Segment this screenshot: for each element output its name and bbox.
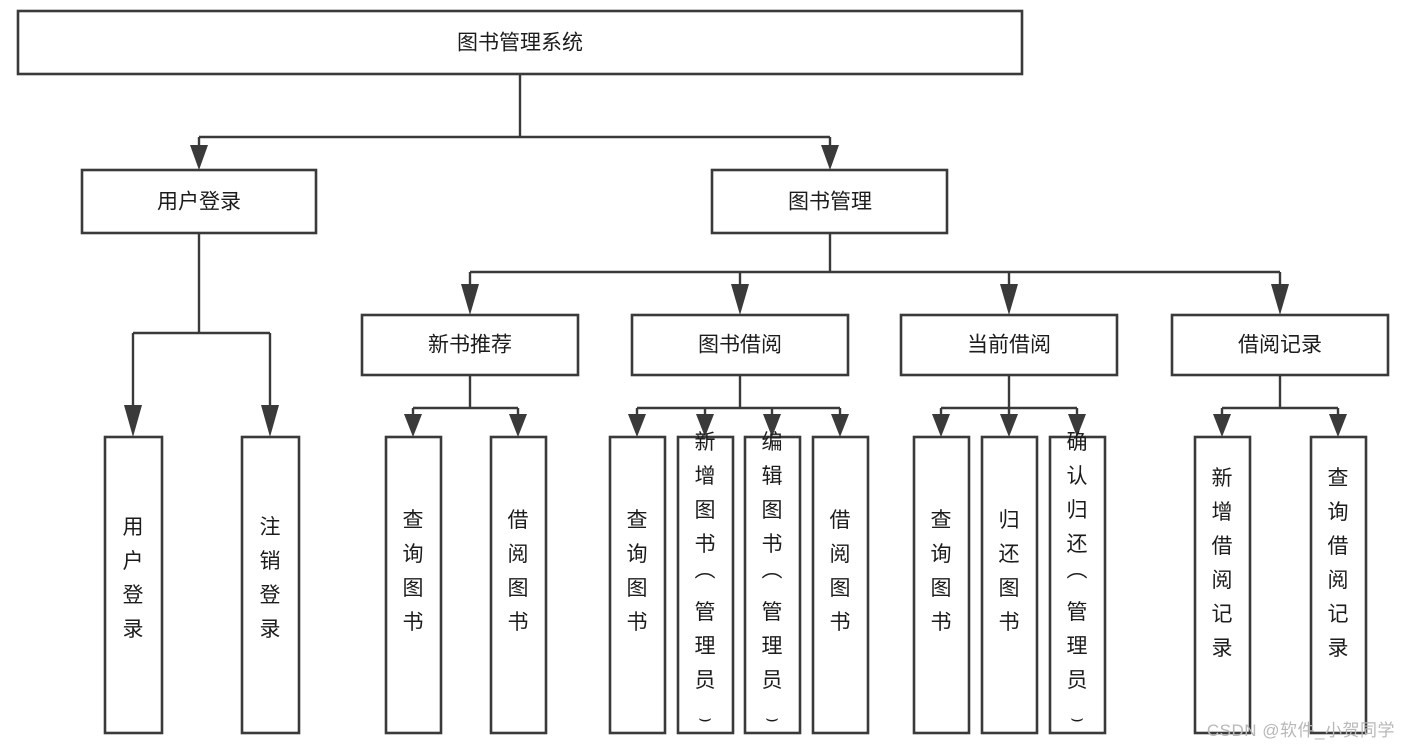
node-book-borrow[interactable]: 图书借阅 — [630, 313, 850, 377]
connector-group-user-login — [124, 233, 279, 437]
node-leaf-add-book-box[interactable] — [676, 435, 735, 735]
node-leaf-user-logout[interactable]: 注销登录 — [240, 435, 301, 735]
node-leaf-query-record[interactable]: 查询借阅记录 — [1309, 435, 1368, 735]
connector-group-current-borrow — [932, 375, 1086, 437]
node-leaf-return-book-box[interactable] — [980, 435, 1039, 735]
node-leaf-query-book-2[interactable]: 查询图书 — [608, 435, 667, 735]
node-current-borrow[interactable]: 当前借阅 — [899, 313, 1119, 377]
node-leaf-query-book-1-label: 查询图书 — [403, 509, 424, 634]
arrow-head-leaf-query-book-2 — [628, 414, 646, 437]
connector-group-book-borrow — [628, 375, 849, 437]
arrow-head-leaf-user-login — [124, 405, 142, 437]
node-current-borrow-box[interactable] — [899, 313, 1119, 377]
connector-group-root — [190, 74, 839, 170]
node-user-login-box[interactable] — [80, 168, 318, 235]
arrow-head-current-borrow — [1000, 284, 1018, 315]
node-leaf-edit-book[interactable]: 编辑图书⌒管理员⌣ — [743, 431, 802, 735]
node-leaf-return-book-label: 归还图书 — [999, 509, 1020, 634]
node-root[interactable]: 图书管理系统 — [16, 9, 1024, 76]
node-leaf-return-book[interactable]: 归还图书 — [980, 435, 1039, 735]
node-leaf-query-book-1-box[interactable] — [384, 435, 443, 735]
node-leaf-query-book-3-label: 查询图书 — [931, 509, 952, 634]
node-leaf-user-login-label: 用户登录 — [123, 516, 144, 641]
node-leaf-borrow-book-1-box[interactable] — [489, 435, 548, 735]
arrow-head-leaf-confirm-return — [1068, 414, 1086, 437]
node-leaf-user-login-box[interactable] — [103, 435, 164, 735]
node-leaf-confirm-return-box[interactable] — [1048, 435, 1107, 735]
connector-group-borrow-record — [1213, 375, 1347, 437]
node-new-book-recommend-label: 新书推荐 — [428, 334, 512, 357]
node-leaf-add-book[interactable]: 新增图书⌒管理员⌣ — [676, 431, 735, 735]
node-leaf-confirm-return[interactable]: 确认归还⌒管理员⌣ — [1048, 431, 1107, 735]
node-leaf-borrow-book-2-box[interactable] — [811, 435, 870, 735]
node-leaf-borrow-book-1[interactable]: 借阅图书 — [489, 435, 548, 735]
node-leaf-user-logout-label: 注销登录 — [260, 516, 281, 641]
arrow-head-leaf-query-book-1 — [404, 414, 422, 437]
node-leaf-query-book-1[interactable]: 查询图书 — [384, 435, 443, 735]
arrow-head-user-login — [190, 145, 208, 170]
csdn-watermark: CSDN @软件_小贺同学 — [1206, 721, 1395, 740]
arrow-head-leaf-query-record — [1329, 414, 1347, 437]
node-borrow-record-label: 借阅记录 — [1238, 334, 1322, 357]
node-book-borrow-box[interactable] — [630, 313, 850, 377]
node-book-manage-label: 图书管理 — [788, 191, 872, 214]
connector-group-new-book-recommend — [404, 375, 527, 437]
node-leaf-borrow-book-1-label: 借阅图书 — [508, 509, 529, 634]
node-leaf-add-record-label: 新增借阅记录 — [1212, 467, 1233, 660]
arrow-head-borrow-record — [1271, 284, 1289, 315]
node-book-manage[interactable]: 图书管理 — [710, 168, 949, 235]
node-book-borrow-label: 图书借阅 — [698, 334, 782, 357]
node-borrow-record-box[interactable] — [1170, 313, 1390, 377]
node-leaf-query-book-3-box[interactable] — [912, 435, 971, 735]
arrow-head-leaf-return-book — [1000, 414, 1018, 437]
arrow-head-leaf-user-logout — [261, 405, 279, 437]
node-user-login[interactable]: 用户登录 — [80, 168, 318, 235]
arrow-head-leaf-borrow-book-1 — [509, 414, 527, 437]
node-new-book-recommend-box[interactable] — [360, 313, 580, 377]
arrow-head-leaf-edit-book — [763, 414, 781, 437]
node-leaf-edit-book-label: 编辑图书⌒管理员⌣ — [762, 431, 783, 730]
arrow-head-new-book-recommend — [461, 284, 479, 315]
connector-group-book-manage — [461, 233, 1289, 315]
node-leaf-query-book-3[interactable]: 查询图书 — [912, 435, 971, 735]
node-leaf-user-logout-box[interactable] — [240, 435, 301, 735]
node-leaf-confirm-return-label: 确认归还⌒管理员⌣ — [1067, 431, 1088, 730]
node-leaf-query-book-2-box[interactable] — [608, 435, 667, 735]
node-leaf-query-record-label: 查询借阅记录 — [1328, 467, 1349, 660]
node-user-login-label: 用户登录 — [157, 191, 241, 214]
arrow-head-leaf-borrow-book-2 — [831, 414, 849, 437]
node-leaf-add-book-label: 新增图书⌒管理员⌣ — [695, 431, 716, 730]
node-leaf-query-record-box[interactable] — [1309, 435, 1368, 735]
node-leaf-user-login[interactable]: 用户登录 — [103, 435, 164, 735]
arrow-head-leaf-query-book-3 — [932, 414, 950, 437]
node-new-book-recommend[interactable]: 新书推荐 — [360, 313, 580, 377]
arrow-head-leaf-add-book — [696, 414, 714, 437]
node-leaf-borrow-book-2-label: 借阅图书 — [830, 509, 851, 634]
node-leaf-add-record[interactable]: 新增借阅记录 — [1193, 435, 1252, 735]
node-leaf-edit-book-box[interactable] — [743, 435, 802, 735]
arrow-head-book-manage — [821, 145, 839, 170]
node-leaf-add-record-box[interactable] — [1193, 435, 1252, 735]
node-root-label: 图书管理系统 — [457, 32, 583, 55]
node-book-manage-box[interactable] — [710, 168, 949, 235]
arrow-head-book-borrow — [731, 284, 749, 315]
node-leaf-query-book-2-label: 查询图书 — [627, 509, 648, 634]
node-current-borrow-label: 当前借阅 — [967, 334, 1051, 357]
node-leaf-borrow-book-2[interactable]: 借阅图书 — [811, 435, 870, 735]
node-root-box[interactable] — [16, 9, 1024, 76]
arrow-head-leaf-add-record — [1213, 414, 1231, 437]
node-borrow-record[interactable]: 借阅记录 — [1170, 313, 1390, 377]
